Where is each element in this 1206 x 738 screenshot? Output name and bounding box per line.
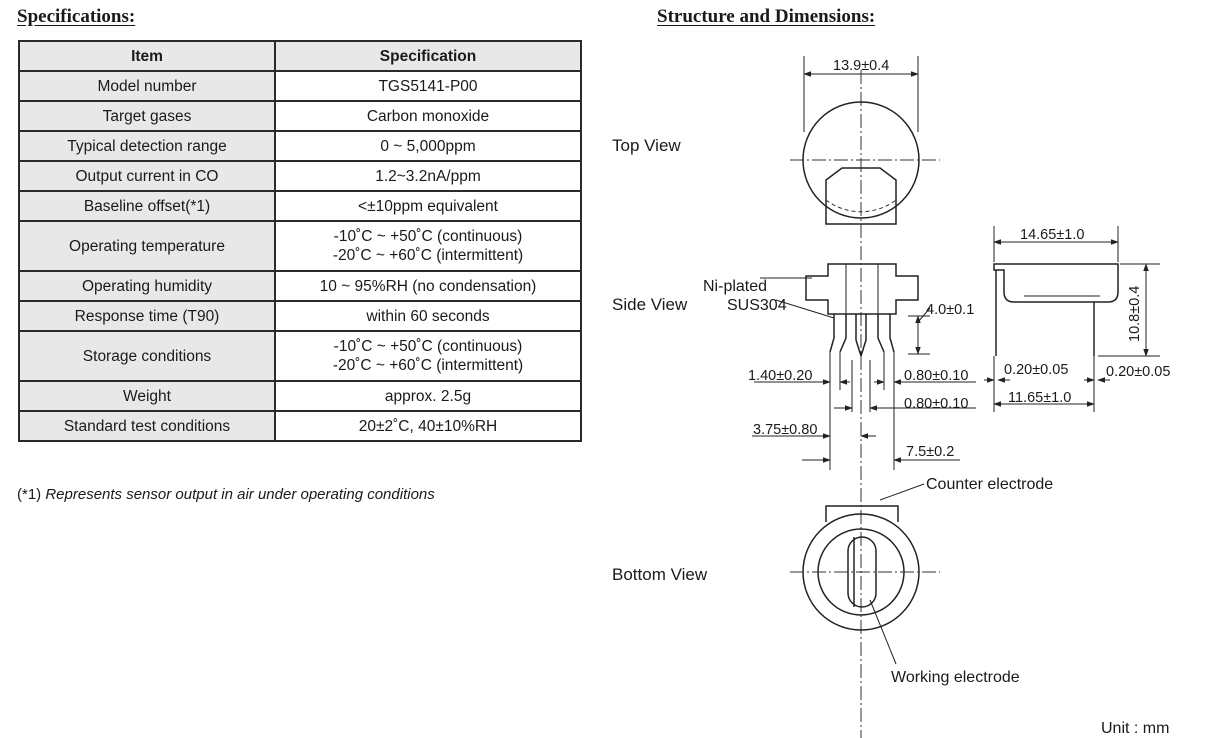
specification-cell: 20±2˚C, 40±10%RH xyxy=(274,410,582,442)
item-cell: Output current in CO xyxy=(18,160,276,192)
footnote: (*1) Represents sensor output in air und… xyxy=(17,486,435,503)
column-header-item: Item xyxy=(18,40,276,72)
specification-line: -10˚C ~ +50˚C (continuous) xyxy=(333,338,523,355)
bottom-view-drawing xyxy=(790,483,940,665)
specification-line: TGS5141-P00 xyxy=(378,77,478,95)
specification-cell: 0 ~ 5,000ppm xyxy=(274,130,582,162)
side-view-drawing xyxy=(752,263,976,470)
item-cell: Response time (T90) xyxy=(18,300,276,332)
specification-line: <±10ppm equivalent xyxy=(358,197,498,215)
top-view-label: Top View xyxy=(612,136,681,155)
specification-line: 0 ~ 5,000ppm xyxy=(380,137,476,155)
dim-pin-right-2: 0.80±0.10 xyxy=(904,396,968,412)
counter-electrode-label: Counter electrode xyxy=(926,476,1053,493)
specification-line: Carbon monoxide xyxy=(366,107,490,125)
specification-line: 10 ~ 95%RH (no condensation) xyxy=(319,277,537,295)
top-view-drawing xyxy=(790,56,940,738)
footnote-mark: (*1) xyxy=(17,486,42,503)
specification-line: approx. 2.5g xyxy=(384,387,472,405)
table-row: Standard test conditions 20±2˚C, 40±10%RH xyxy=(18,410,582,442)
dim-pin-pitch: 7.5±0.2 xyxy=(906,444,954,460)
dim-pin-span-side: 11.65±1.0 xyxy=(1008,390,1071,406)
side-view-label: Side View xyxy=(612,295,688,314)
specification-line: within 60 seconds xyxy=(366,307,490,325)
specification-line: -10˚C ~ +50˚C (continuous) xyxy=(333,228,523,245)
unit-label: Unit : mm xyxy=(1101,720,1169,737)
item-cell: Storage conditions xyxy=(18,330,276,382)
specification-line: 20±2˚C, 40±10%RH xyxy=(358,417,498,435)
dim-offset: 3.75±0.80 xyxy=(753,422,817,438)
item-cell: Weight xyxy=(18,380,276,412)
table-row: Target gases Carbon monoxide xyxy=(18,100,582,132)
specification-cell: -10˚C ~ +50˚C (continuous) -20˚C ~ +60˚C … xyxy=(274,220,582,272)
ni-plated-label: Ni-plated xyxy=(703,278,767,295)
dim-pin-left: 1.40±0.20 xyxy=(748,368,812,384)
working-electrode-label: Working electrode xyxy=(891,669,1020,686)
table-row: Typical detection range 0 ~ 5,000ppm xyxy=(18,130,582,162)
specification-cell: 10 ~ 95%RH (no condensation) xyxy=(274,270,582,302)
table-row: Model number TGS5141-P00 xyxy=(18,70,582,102)
item-cell: Operating temperature xyxy=(18,220,276,272)
item-cell: Standard test conditions xyxy=(18,410,276,442)
bottom-view-label: Bottom View xyxy=(612,565,708,584)
dim-pin-thickness-right: 0.20±0.05 xyxy=(1106,364,1170,380)
structure-heading: Structure and Dimensions: xyxy=(657,6,876,27)
dim-pin-thickness-left: 0.20±0.05 xyxy=(1004,362,1068,378)
specification-cell: 1.2~3.2nA/ppm xyxy=(274,160,582,192)
side-profile-drawing xyxy=(984,226,1160,412)
dim-pin-length: 4.0±0.1 xyxy=(926,302,974,318)
item-cell: Operating humidity xyxy=(18,270,276,302)
specification-cell: <±10ppm equivalent xyxy=(274,190,582,222)
table-header-row: Item Specification xyxy=(18,40,582,72)
table-row: Storage conditions-10˚C ~ +50˚C (continu… xyxy=(18,330,582,382)
item-cell: Typical detection range xyxy=(18,130,276,162)
dim-diameter: 13.9±0.4 xyxy=(833,58,889,74)
table-row: Output current in CO 1.2~3.2nA/ppm xyxy=(18,160,582,192)
item-cell: Target gases xyxy=(18,100,276,132)
table-row: Response time (T90) within 60 seconds xyxy=(18,300,582,332)
sus304-label: SUS304 xyxy=(727,297,787,314)
dim-width-side: 14.65±1.0 xyxy=(1020,227,1084,243)
specification-line: 1.2~3.2nA/ppm xyxy=(375,167,481,185)
specification-cell: within 60 seconds xyxy=(274,300,582,332)
item-cell: Baseline offset(*1) xyxy=(18,190,276,222)
specifications-table: Item Specification Model number TGS5141-P… xyxy=(18,40,582,442)
item-cell: Model number xyxy=(18,70,276,102)
table-row: Baseline offset(*1) <±10ppm equivalent xyxy=(18,190,582,222)
specification-cell: approx. 2.5g xyxy=(274,380,582,412)
specification-cell: TGS5141-P00 xyxy=(274,70,582,102)
dim-pin-right-1: 0.80±0.10 xyxy=(904,368,968,384)
table-row: Weight approx. 2.5g xyxy=(18,380,582,412)
dim-height-side: 10.8±0.4 xyxy=(1127,286,1143,342)
specification-cell: -10˚C ~ +50˚C (continuous) -20˚C ~ +60˚C … xyxy=(274,330,582,382)
specification-cell: Carbon monoxide xyxy=(274,100,582,132)
footnote-text: Represents sensor output in air under op… xyxy=(45,486,435,503)
specifications-heading: Specifications: xyxy=(17,6,136,27)
table-row: Operating humidity 10 ~ 95%RH (no condens… xyxy=(18,270,582,302)
table-row: Operating temperature-10˚C ~ +50˚C (cont… xyxy=(18,220,582,272)
column-header-specification: Specification xyxy=(274,40,582,72)
specification-line: -20˚C ~ +60˚C (intermittent) xyxy=(332,247,524,264)
specification-line: -20˚C ~ +60˚C (intermittent) xyxy=(332,357,524,374)
